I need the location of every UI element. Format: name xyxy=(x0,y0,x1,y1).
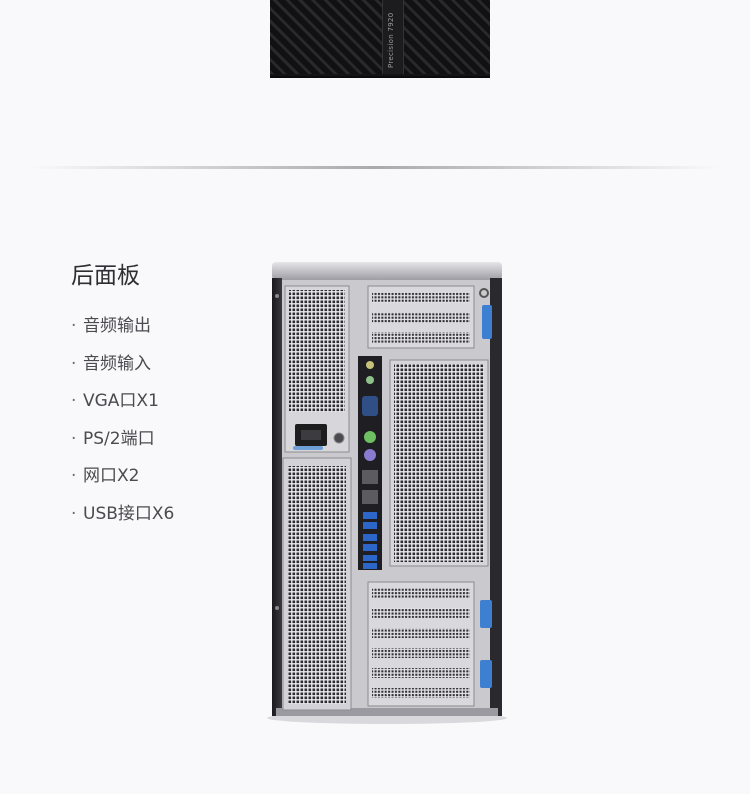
front-mesh-grille xyxy=(270,0,490,74)
release-tab xyxy=(480,600,492,628)
screw-icon xyxy=(275,294,279,298)
feature-label: USB接口X6 xyxy=(83,503,175,524)
ethernet-port-icon xyxy=(362,470,378,484)
tower-front-image: Precision 7920 xyxy=(270,0,490,78)
feature-item-audio-out: · 音频输出 xyxy=(71,314,174,352)
expansion-slot-cover xyxy=(372,312,470,323)
usb-port-icon xyxy=(363,512,377,519)
expansion-slot-cover xyxy=(372,588,470,598)
bullet: · xyxy=(71,353,77,374)
feature-label: 音频输入 xyxy=(83,353,151,374)
feature-item-ps2: · PS/2端口 xyxy=(71,427,174,465)
expansion-slot-cover xyxy=(372,668,470,678)
bullet: · xyxy=(71,391,77,411)
release-tab xyxy=(480,660,492,688)
usb-port-icon xyxy=(363,522,377,529)
tower-foot xyxy=(276,708,498,716)
ps2-port-icon xyxy=(364,431,376,443)
bullet: · xyxy=(71,466,77,486)
feature-item-audio-in: · 音频输入 xyxy=(71,352,174,390)
bullet: · xyxy=(71,316,77,336)
feature-item-ethernet: · 网口X2 xyxy=(71,464,174,502)
section-divider xyxy=(30,166,720,169)
expansion-slot-cover xyxy=(372,688,470,698)
expansion-slot-cover xyxy=(372,628,470,638)
screw-icon xyxy=(275,606,279,610)
lower-slot-area xyxy=(367,581,475,707)
usb-port-icon xyxy=(363,534,377,541)
bullet: · xyxy=(71,503,77,524)
ps2-port-icon xyxy=(364,449,376,461)
feature-label: 网口X2 xyxy=(83,466,140,486)
audio-out-jack-icon xyxy=(366,376,374,384)
psu-test-button xyxy=(333,432,345,444)
release-tab xyxy=(482,305,492,339)
expansion-slot-cover xyxy=(372,648,470,658)
section-title: 后面板 xyxy=(71,263,140,289)
audio-jack-icon xyxy=(366,361,374,369)
feature-label: 音频输出 xyxy=(83,316,151,336)
tower-right-side xyxy=(490,278,502,716)
main-vent xyxy=(394,364,484,562)
expansion-slot-cover xyxy=(372,292,470,303)
usb-port-icon xyxy=(363,555,377,561)
psu-handle xyxy=(293,446,323,450)
usb-port-icon xyxy=(363,563,377,569)
feature-label: VGA口X1 xyxy=(83,391,159,411)
feature-label: PS/2端口 xyxy=(83,428,155,449)
psu-vent xyxy=(289,290,345,412)
tower-left-side xyxy=(272,278,282,716)
tower-top-cap xyxy=(272,262,502,280)
usb-port-icon xyxy=(363,544,377,551)
feature-item-usb: · USB接口X6 xyxy=(71,502,174,540)
padlock-ring-icon xyxy=(479,288,489,298)
expansion-slot-cover xyxy=(372,332,470,343)
expansion-slot-cover xyxy=(372,608,470,618)
feature-item-vga: · VGA口X1 xyxy=(71,389,174,427)
lower-left-vent xyxy=(288,466,346,704)
ethernet-port-icon xyxy=(362,490,378,504)
power-socket-pins xyxy=(301,430,321,440)
feature-list: · 音频输出 · 音频输入 · VGA口X1 · PS/2端口 · 网口X2 · USB接口… xyxy=(71,314,174,539)
bullet: · xyxy=(71,428,77,449)
front-panel-strip xyxy=(382,0,404,74)
vga-port-icon xyxy=(362,396,378,416)
